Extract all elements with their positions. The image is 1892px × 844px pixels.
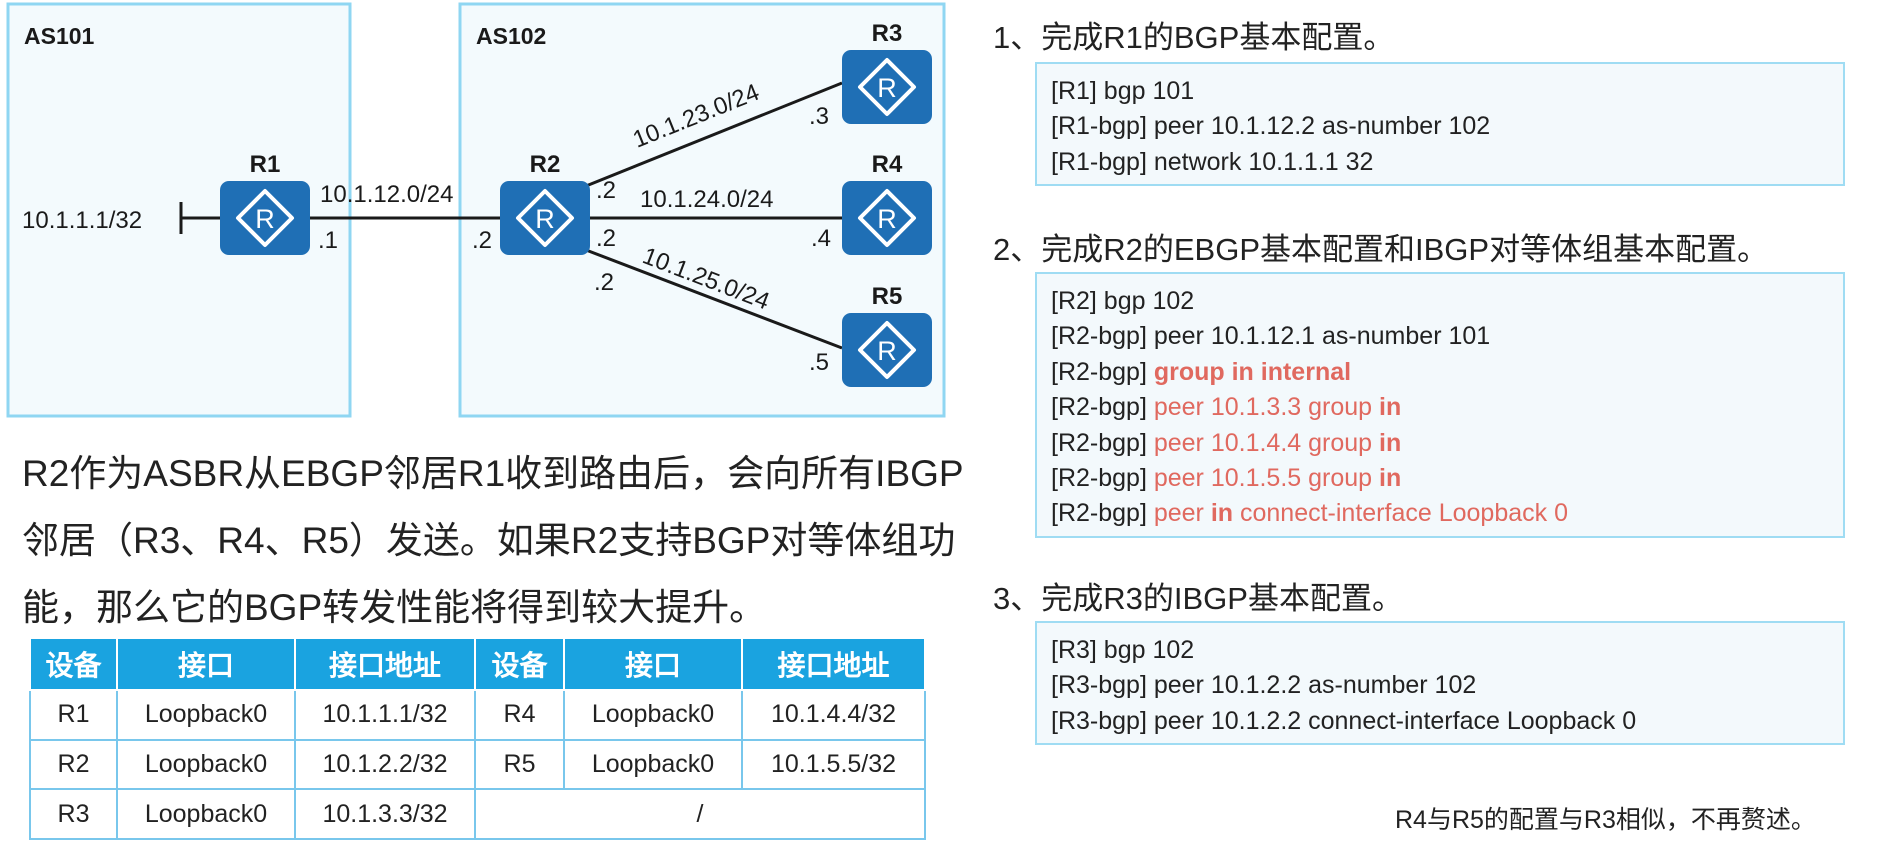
column-header: 接口 (116, 637, 296, 691)
config-highlight: in (1210, 499, 1234, 528)
subnet-label-r2-r4: 10.1.24.0/24 (640, 186, 773, 213)
column-header: 接口 (563, 637, 743, 691)
column-header: 设备 (29, 637, 118, 691)
link-end-label: .2 (594, 269, 614, 296)
table-row: R3 Loopback0 10.1.3.3/32 / (29, 788, 926, 840)
step-3-title: 3、完成R3的IBGP基本配置。 (993, 581, 1403, 616)
link-end-label: .1 (318, 227, 338, 254)
router-name: R2 (530, 151, 561, 178)
network-topology: R AS101 AS102 10.1.1.1/32 10.1.12.0/24 .… (6, 2, 946, 418)
column-header: 接口地址 (294, 637, 476, 691)
link-end-label: .4 (811, 225, 831, 252)
config-highlight: in (1379, 393, 1402, 422)
router-icon (498, 179, 592, 257)
loopback-address-label: 10.1.1.1/32 (22, 207, 142, 234)
config-prefix: [R2-bgp] (1051, 428, 1147, 457)
table-cell: R3 (29, 788, 118, 840)
config-line: [R2] bgp 102 (1051, 287, 1195, 315)
config-line-highlight: [R2-bgp] peer 10.1.3.3 group in (1051, 390, 1829, 425)
step-1-config-box: [R1] bgp 101 [R1-bgp] peer 10.1.12.2 as-… (1035, 62, 1845, 186)
column-header: 设备 (474, 637, 565, 691)
router-name: R3 (872, 20, 903, 47)
as101-label: AS101 (24, 23, 95, 49)
config-prefix: [R2-bgp] (1051, 464, 1147, 493)
router-r3: R3 (840, 20, 934, 126)
router-r2: R2 (498, 151, 592, 257)
config-highlight: connect-interface Loopback 0 (1233, 499, 1568, 528)
config-highlight: in (1379, 464, 1402, 493)
config-highlight: peer 10.1.4.4 group (1153, 428, 1380, 457)
table-cell: / (474, 788, 926, 840)
table-cell: Loopback0 (116, 689, 296, 741)
table-cell: 10.1.5.5/32 (741, 738, 926, 791)
router-icon (218, 179, 312, 257)
table-cell: R5 (474, 738, 565, 791)
router-r5: R5 (840, 283, 934, 389)
link-r2-r3 (585, 81, 843, 188)
link-end-label: .2 (596, 225, 616, 252)
step-3-config-box: [R3] bgp 102 [R3-bgp] peer 10.1.2.2 as-n… (1035, 621, 1845, 745)
table-cell: 10.1.4.4/32 (741, 689, 926, 741)
link-end-label: .2 (596, 177, 616, 204)
table-cell: 10.1.2.2/32 (294, 738, 476, 791)
config-line: [R3] bgp 102 (1051, 636, 1195, 664)
table-cell: Loopback0 (116, 788, 296, 840)
config-line: [R1-bgp] network 10.1.1.1 32 (1051, 147, 1374, 176)
table-row: R1 Loopback0 10.1.1.1/32 R4 Loopback0 10… (29, 689, 926, 741)
config-prefix: [R2-bgp] (1051, 499, 1147, 528)
step-2-title: 2、完成R2的EBGP基本配置和IBGP对等体组基本配置。 (993, 232, 1769, 267)
table-cell: Loopback0 (563, 738, 743, 791)
table-cell: Loopback0 (116, 738, 296, 791)
config-highlight: peer (1153, 499, 1211, 528)
config-highlight: in (1379, 428, 1402, 457)
interface-address-table: 设备 接口 接口地址 设备 接口 接口地址 R1 Loopback0 10.1.… (29, 637, 926, 840)
table-cell: R4 (474, 689, 565, 741)
router-name: R5 (872, 283, 903, 310)
config-line: [R3-bgp] peer 10.1.2.2 connect-interface… (1051, 706, 1637, 735)
router-r4: R4 (840, 151, 934, 257)
footnote: R4与R5的配置与R3相似，不再赘述。 (1395, 806, 1816, 834)
link-end-label: .2 (472, 227, 492, 254)
table-cell: R2 (29, 738, 118, 791)
table-cell: 10.1.3.3/32 (294, 788, 476, 840)
router-icon (840, 48, 934, 126)
table-header-row: 设备 接口 接口地址 设备 接口 接口地址 (29, 637, 926, 691)
router-icon (840, 311, 934, 389)
router-r1: R1 (218, 151, 312, 257)
description-line: R2作为ASBR从EBGP邻居R1收到路由后，会向所有IBGP (22, 453, 964, 494)
column-header: 接口地址 (741, 637, 926, 691)
router-name: R1 (250, 151, 281, 178)
table-row: R2 Loopback0 10.1.2.2/32 R5 Loopback0 10… (29, 738, 926, 791)
config-line: [R1] bgp 101 (1051, 77, 1195, 105)
config-line-highlight: [R2-bgp] group in internal (1051, 355, 1829, 390)
description-line: 能，那么它的BGP转发性能将得到较大提升。 (22, 587, 767, 628)
as102-label: AS102 (476, 23, 546, 49)
subnet-label-r1-r2: 10.1.12.0/24 (320, 181, 453, 208)
config-line-highlight: [R2-bgp] peer 10.1.4.4 group in (1051, 426, 1829, 461)
config-highlight: peer 10.1.5.5 group (1153, 464, 1380, 493)
link-end-label: .3 (809, 103, 829, 130)
router-icon (840, 179, 934, 257)
config-line: [R2-bgp] peer 10.1.12.1 as-number 101 (1051, 322, 1491, 351)
step-2-config-box: [R2] bgp 102 [R2-bgp] peer 10.1.12.1 as-… (1035, 272, 1845, 538)
router-name: R4 (872, 151, 903, 178)
link-r2-r5 (585, 248, 843, 350)
table-cell: R1 (29, 689, 118, 741)
description-line: 邻居（R3、R4、R5）发送。如果R2支持BGP对等体组功 (22, 520, 956, 561)
config-highlight: peer 10.1.3.3 group (1153, 393, 1380, 422)
description-paragraph: R2作为ASBR从EBGP邻居R1收到路由后，会向所有IBGP 邻居（R3、R4… (22, 440, 964, 641)
config-highlight: group in internal (1153, 357, 1352, 386)
config-line-highlight: [R2-bgp] peer in connect-interface Loopb… (1051, 496, 1829, 531)
config-line: [R1-bgp] peer 10.1.12.2 as-number 102 (1051, 112, 1491, 141)
table-cell: Loopback0 (563, 689, 743, 741)
config-prefix: [R2-bgp] (1051, 357, 1147, 386)
config-line: [R3-bgp] peer 10.1.2.2 as-number 102 (1051, 671, 1477, 700)
link-end-label: .5 (809, 349, 829, 376)
table-cell: 10.1.1.1/32 (294, 689, 476, 741)
config-prefix: [R2-bgp] (1051, 393, 1147, 422)
config-line-highlight: [R2-bgp] peer 10.1.5.5 group in (1051, 461, 1829, 496)
step-1-title: 1、完成R1的BGP基本配置。 (993, 20, 1395, 55)
